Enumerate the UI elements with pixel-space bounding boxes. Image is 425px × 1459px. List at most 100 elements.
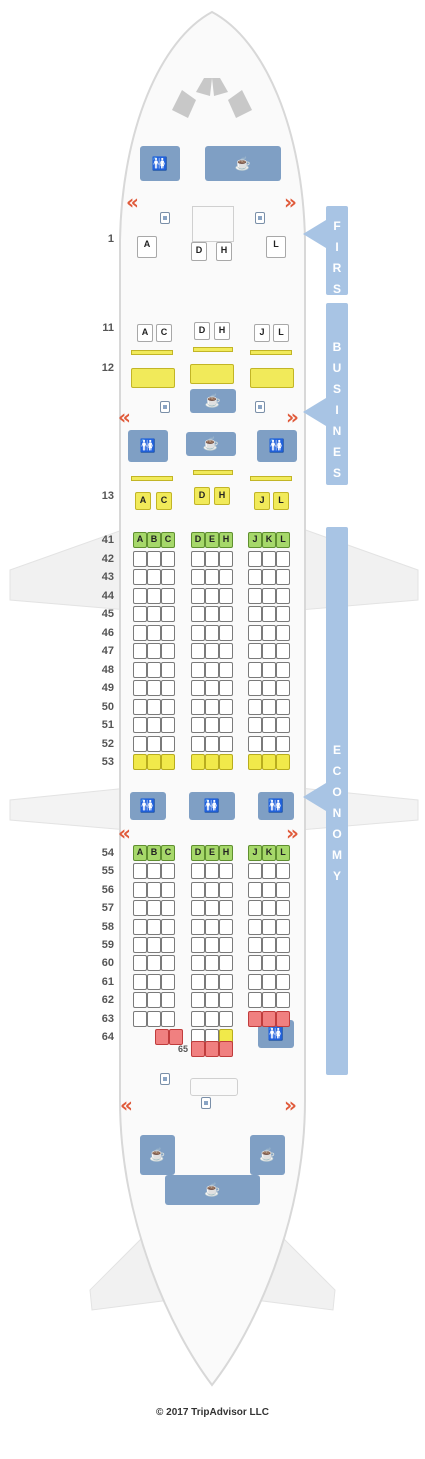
economy-seat[interactable]: J [248,532,262,548]
economy-seat[interactable] [219,918,233,935]
economy-seat[interactable] [219,643,233,659]
economy-seat[interactable] [276,1010,290,1027]
economy-seat[interactable] [161,881,175,898]
economy-seat[interactable] [147,569,161,585]
business-seat-A[interactable]: A [137,324,153,342]
economy-seat[interactable] [276,918,290,935]
economy-seat[interactable] [262,680,276,696]
economy-seat[interactable] [262,1010,276,1027]
business-seat-J[interactable]: J [254,492,270,510]
economy-seat[interactable] [219,735,233,752]
economy-seat[interactable] [219,881,233,898]
economy-seat[interactable] [191,735,205,752]
economy-seat[interactable] [161,937,175,953]
economy-seat[interactable] [147,643,161,659]
economy-seat[interactable] [262,717,276,733]
economy-seat[interactable] [155,1029,169,1045]
business-seat-D[interactable]: D [194,322,210,340]
economy-seat[interactable] [219,900,233,917]
economy-seat[interactable] [276,735,290,752]
economy-seat[interactable] [248,863,262,880]
economy-seat[interactable] [191,992,205,1009]
economy-seat[interactable]: E [205,532,219,548]
economy-seat[interactable] [262,863,276,880]
business-seat-12-left[interactable] [131,368,175,388]
economy-seat[interactable] [133,680,147,696]
economy-seat[interactable] [276,955,290,972]
economy-seat[interactable] [161,973,175,990]
economy-seat[interactable] [276,992,290,1009]
economy-seat[interactable] [191,973,205,990]
economy-seat[interactable] [262,606,276,622]
economy-seat[interactable] [262,569,276,585]
economy-seat[interactable] [219,992,233,1009]
economy-seat[interactable] [262,735,276,752]
economy-seat[interactable] [147,863,161,880]
economy-seat[interactable] [248,900,262,917]
economy-seat[interactable] [191,937,205,953]
economy-seat[interactable] [133,1010,147,1027]
economy-seat[interactable] [248,606,262,622]
economy-seat[interactable] [248,1010,262,1027]
economy-seat[interactable] [205,1010,219,1027]
economy-seat[interactable] [191,863,205,880]
economy-seat[interactable] [147,900,161,917]
economy-seat[interactable] [147,918,161,935]
economy-seat[interactable] [205,698,219,715]
economy-seat[interactable] [262,881,276,898]
business-seat-H[interactable]: H [214,487,230,505]
economy-seat[interactable] [205,569,219,585]
economy-seat[interactable] [161,918,175,935]
economy-seat[interactable] [161,735,175,752]
economy-seat[interactable] [276,881,290,898]
economy-seat[interactable] [219,606,233,622]
economy-seat[interactable] [262,900,276,917]
economy-seat[interactable] [191,606,205,622]
economy-seat[interactable] [191,717,205,733]
economy-seat[interactable]: B [147,845,161,861]
economy-seat[interactable]: L [276,845,290,861]
economy-seat[interactable] [133,955,147,972]
economy-seat[interactable] [161,900,175,917]
economy-seat[interactable] [191,754,205,770]
economy-seat[interactable] [205,754,219,770]
economy-seat[interactable] [147,973,161,990]
economy-seat[interactable] [219,624,233,641]
economy-seat[interactable] [133,918,147,935]
economy-seat[interactable] [205,717,219,733]
economy-seat[interactable] [205,863,219,880]
economy-seat[interactable] [276,587,290,604]
economy-seat[interactable]: E [205,845,219,861]
economy-seat[interactable] [219,680,233,696]
economy-seat[interactable] [276,973,290,990]
economy-seat[interactable] [262,754,276,770]
economy-seat[interactable] [191,661,205,678]
economy-seat[interactable] [262,918,276,935]
economy-seat[interactable] [219,937,233,953]
economy-seat[interactable] [205,606,219,622]
economy-seat[interactable] [161,624,175,641]
economy-seat[interactable]: K [262,532,276,548]
economy-seat[interactable] [161,550,175,567]
economy-seat[interactable] [219,717,233,733]
economy-seat[interactable] [161,863,175,880]
economy-seat[interactable] [147,881,161,898]
economy-seat[interactable] [219,550,233,567]
economy-seat[interactable] [276,680,290,696]
economy-seat[interactable] [147,937,161,953]
economy-seat[interactable] [262,973,276,990]
economy-seat[interactable] [248,569,262,585]
economy-seat[interactable] [205,587,219,604]
economy-seat[interactable] [276,937,290,953]
economy-seat[interactable] [205,973,219,990]
economy-seat[interactable] [147,606,161,622]
economy-seat[interactable] [205,955,219,972]
first-suite-L[interactable]: L [266,236,286,258]
economy-seat[interactable] [276,606,290,622]
economy-seat[interactable] [147,1010,161,1027]
economy-seat[interactable] [262,643,276,659]
economy-seat[interactable]: K [262,845,276,861]
economy-seat[interactable] [276,698,290,715]
economy-seat[interactable] [219,661,233,678]
economy-seat[interactable] [262,624,276,641]
